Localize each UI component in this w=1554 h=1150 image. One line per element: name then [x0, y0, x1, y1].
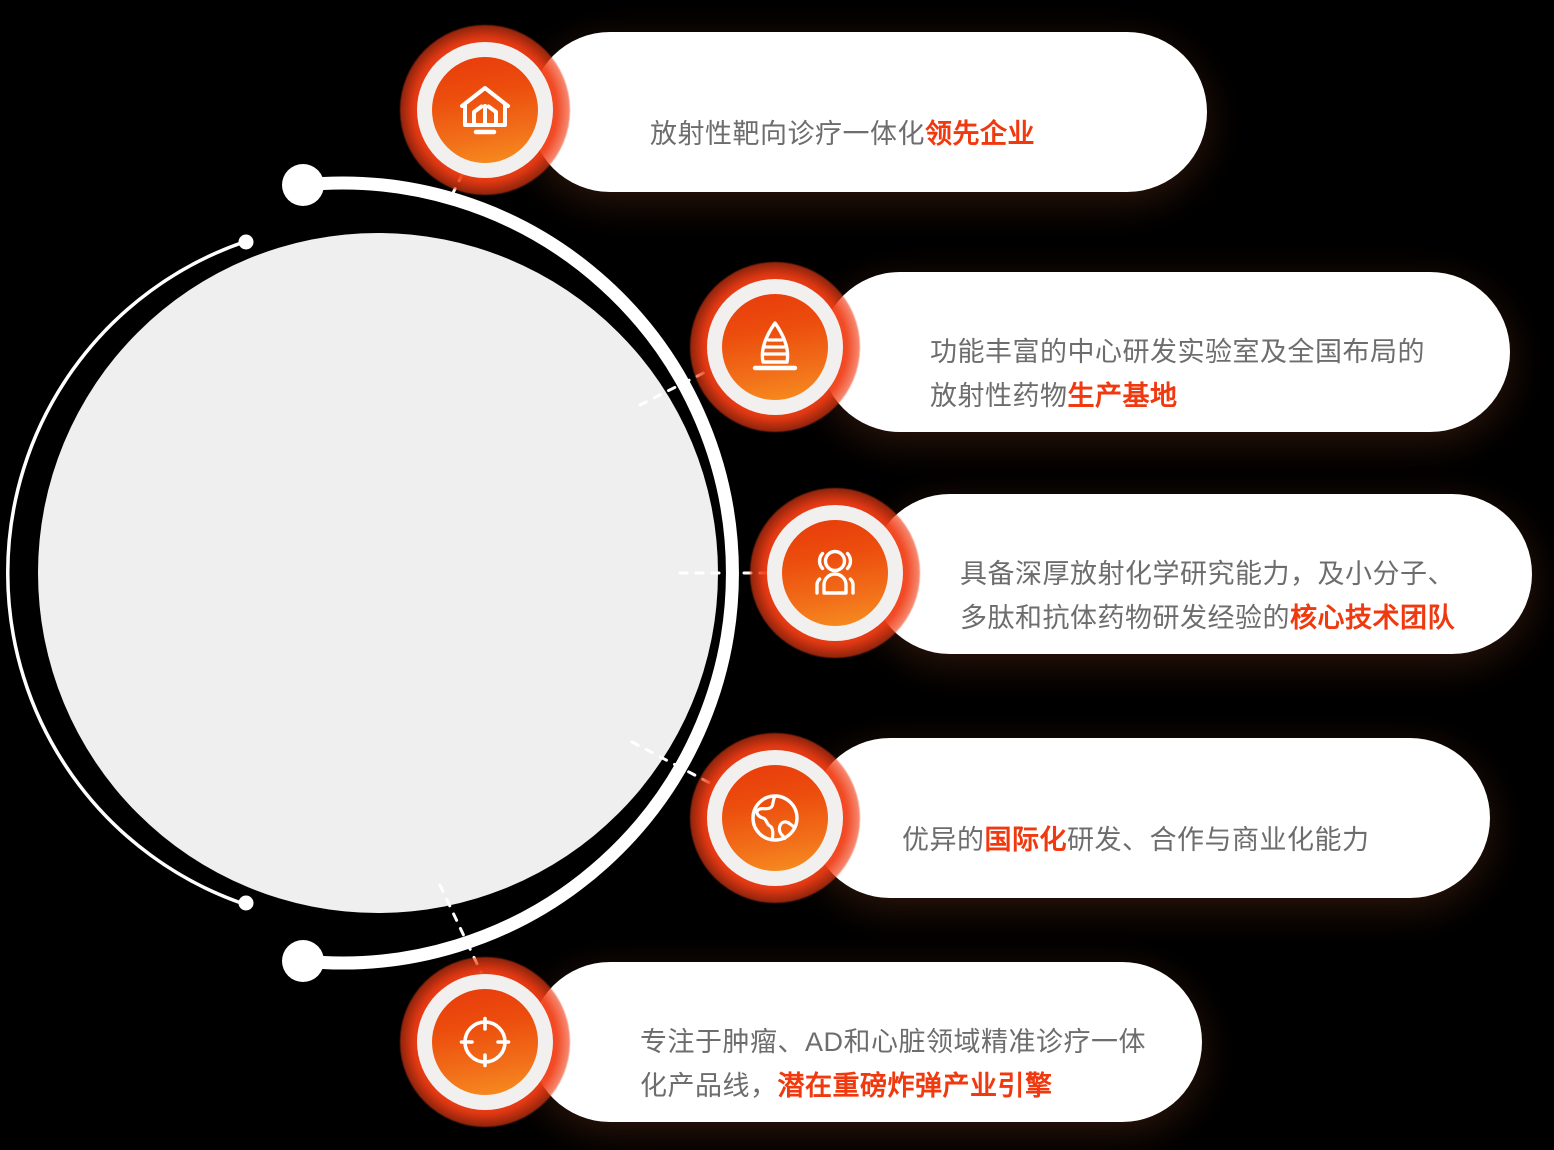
gray-circle	[38, 233, 718, 913]
orbit-arc-thin	[6, 240, 246, 906]
badge-disc-4	[722, 765, 828, 871]
feature-1-text-highlight: 领先企业	[925, 119, 1035, 149]
feature-badge-1[interactable]	[400, 25, 570, 195]
feature-card-4[interactable]: 优异的国际化研发、合作与商业化能力	[810, 738, 1490, 898]
feature-4-text-plain-after: 研发、合作与商业化能力	[1067, 825, 1370, 855]
badge-disc-5	[432, 989, 538, 1095]
feature-5-text-highlight: 潜在重磅炸弹产业引擎	[777, 1071, 1053, 1101]
feature-card-1[interactable]: 放射性靶向诊疗一体化领先企业	[530, 32, 1207, 192]
orbit-marker-bottom	[282, 940, 324, 982]
feature-card-5-text: 专注于肿瘤、AD和心脏领域精准诊疗一体 化产品线，潜在重磅炸弹产业引擎	[640, 976, 1146, 1108]
feature-card-3-text: 具备深厚放射化学研究能力，及小分子、 多肽和抗体药物研发经验的核心技术团队	[960, 508, 1455, 640]
feature-card-2[interactable]: 功能丰富的中心研发实验室及全国布局的 放射性药物生产基地	[820, 272, 1510, 432]
feature-badge-5[interactable]	[400, 957, 570, 1127]
feature-4-text-plain-before: 优异的	[902, 825, 985, 855]
crosshair-target-icon	[459, 1016, 511, 1068]
tower-icon	[752, 321, 798, 371]
feature-3-text-plain: 具备深厚放射化学研究能力，及小分子、 多肽和抗体药物研发经验的	[960, 559, 1455, 633]
feature-card-4-text: 优异的国际化研发、合作与商业化能力	[902, 774, 1370, 862]
building-chart-icon	[460, 86, 510, 135]
badge-disc-1	[432, 57, 538, 163]
feature-card-1-text: 放射性靶向诊疗一体化领先企业	[650, 68, 1035, 156]
badge-disc-3	[782, 520, 888, 626]
badge-disc-2	[722, 294, 828, 400]
feature-badge-4[interactable]	[690, 733, 860, 903]
globe-icon	[751, 794, 799, 842]
connector-line-5	[438, 883, 489, 987]
feature-5-text-plain: 专注于肿瘤、AD和心脏领域精准诊疗一体 化产品线，	[640, 1027, 1147, 1101]
feature-2-text-plain: 功能丰富的中心研发实验室及全国布局的 放射性药物	[930, 337, 1425, 411]
feature-1-text-plain: 放射性靶向诊疗一体化	[650, 119, 925, 149]
feature-card-2-text: 功能丰富的中心研发实验室及全国布局的 放射性药物生产基地	[930, 286, 1425, 418]
feature-2-text-highlight: 生产基地	[1067, 381, 1178, 411]
feature-3-text-highlight: 核心技术团队	[1290, 603, 1455, 633]
feature-card-5[interactable]: 专注于肿瘤、AD和心脏领域精准诊疗一体 化产品线，潜在重磅炸弹产业引擎	[530, 962, 1202, 1122]
orbit-arc-thin-dot-top	[238, 234, 254, 250]
feature-badge-2[interactable]	[690, 262, 860, 432]
orbit-arc-thin-dot-bottom	[238, 895, 254, 911]
feature-4-text-highlight: 国际化	[984, 825, 1067, 855]
feature-badge-3[interactable]	[750, 488, 920, 658]
orbit-marker-top	[282, 164, 324, 206]
feature-card-3[interactable]: 具备深厚放射化学研究能力，及小分子、 多肽和抗体药物研发经验的核心技术团队	[870, 494, 1532, 654]
people-radiating-icon	[815, 549, 855, 595]
